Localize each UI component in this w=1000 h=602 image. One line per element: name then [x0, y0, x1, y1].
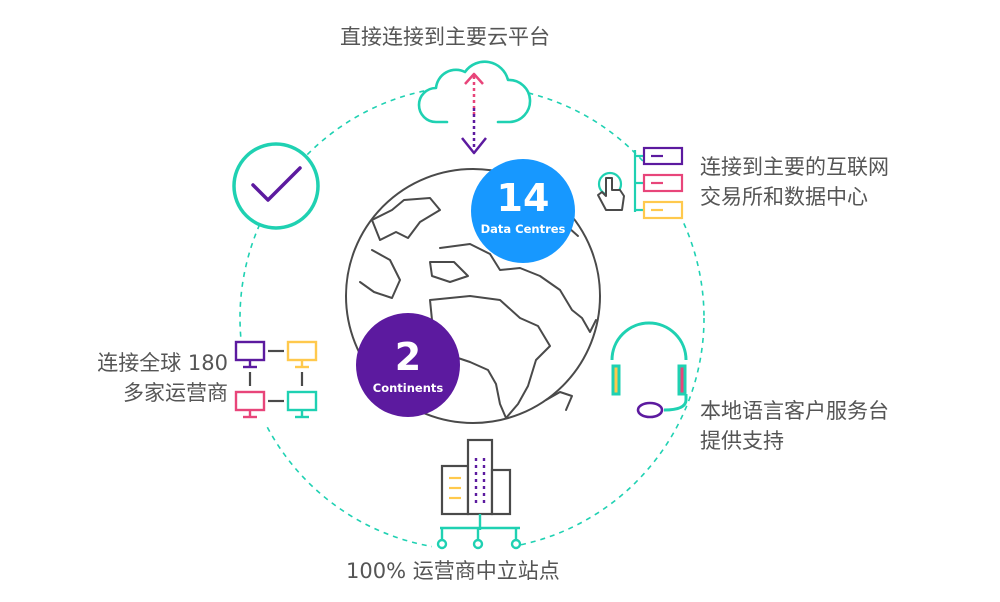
- label-local-support: 本地语言客户服务台 提供支持: [700, 396, 889, 456]
- label-internet-exchanges-line1: 连接到主要的互联网: [700, 155, 889, 179]
- label-global-carriers-line1: 连接全球 180: [97, 351, 228, 375]
- label-global-carriers-line2: 多家运营商: [123, 381, 228, 405]
- server-stack-icon: [618, 146, 684, 318]
- label-local-support-line1: 本地语言客户服务台: [700, 399, 889, 423]
- label-internet-exchanges-line2: 交易所和数据中心: [700, 185, 868, 209]
- cloud-transfer-icon: [417, 60, 532, 155]
- label-carrier-neutral: 100% 运营商中立站点: [346, 559, 560, 583]
- label-cloud-platforms: 直接连接到主要云平台: [340, 25, 550, 49]
- label-global-carriers: 连接全球 180 多家运营商: [64, 348, 228, 408]
- check-circle-icon: [232, 142, 320, 230]
- label-internet-exchanges: 连接到主要的互联网 交易所和数据中心: [700, 152, 889, 212]
- data-centres-label: Data Centres: [481, 222, 566, 236]
- continents-number: 2: [395, 335, 421, 379]
- continents-label: Continents: [373, 381, 444, 395]
- building-network-icon: [432, 436, 522, 552]
- data-centres-badge: 14 Data Centres: [471, 159, 575, 263]
- continents-badge: 2 Continents: [356, 313, 460, 417]
- pointer-hand-icon: [597, 171, 625, 211]
- headset-icon: [610, 321, 688, 419]
- data-centres-number: 14: [497, 176, 550, 220]
- label-local-support-line2: 提供支持: [700, 429, 784, 453]
- monitor-network-icon: [230, 338, 318, 424]
